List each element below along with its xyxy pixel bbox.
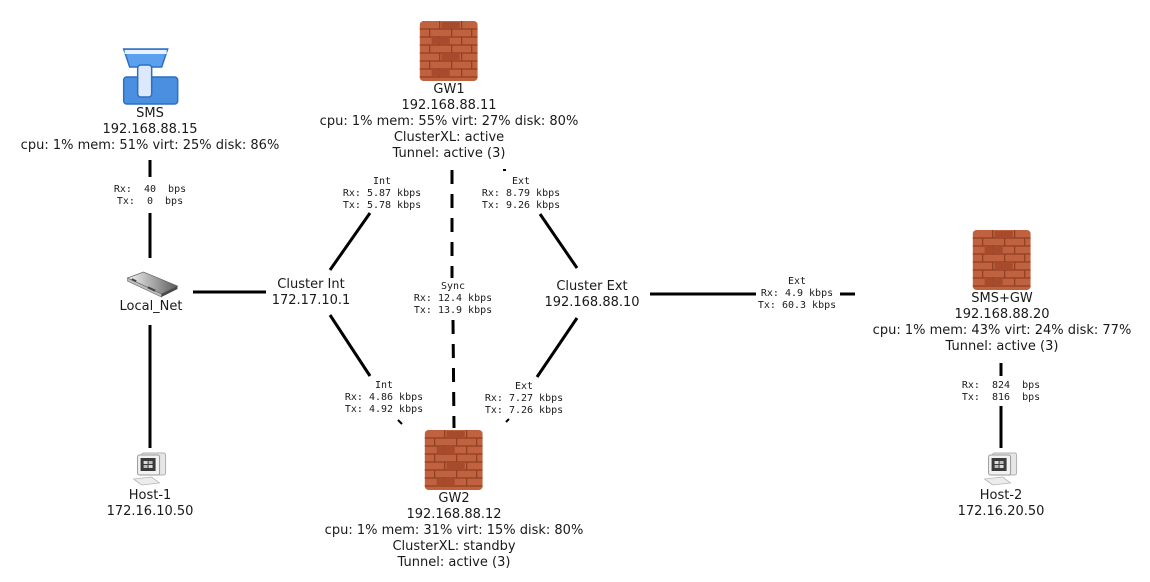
interface-label: Sync xyxy=(440,281,466,292)
rx-rate: Rx: 7.27 kbps xyxy=(484,393,564,404)
tx-rate: Tx: 60.3 kbps xyxy=(757,300,837,311)
node-ip: 172.16.20.50 xyxy=(957,504,1045,519)
node-host-1[interactable]: Host-1 172.16.10.50 xyxy=(106,451,194,520)
node-name: SMS+GW xyxy=(971,291,1033,306)
rx-rate: Rx: 12.4 kbps xyxy=(413,293,493,304)
interface-label: Int xyxy=(374,380,394,391)
node-name: GW2 xyxy=(438,491,470,506)
node-ip: 192.168.88.15 xyxy=(102,122,198,137)
node-stats: cpu: 1% mem: 31% virt: 15% disk: 80% xyxy=(324,523,584,538)
node-ip: 192.168.88.12 xyxy=(406,507,502,522)
node-gw1[interactable]: GW1 192.168.88.11 cpu: 1% mem: 55% virt:… xyxy=(319,21,579,162)
workstation-icon xyxy=(132,452,167,486)
link-stat-smsgw-ext: Ext Rx: 4.9 kbps Tx: 60.3 kbps xyxy=(756,276,838,312)
node-tunnel-status: Tunnel: active (3) xyxy=(397,555,511,570)
link-cluster-ext-gw2-end xyxy=(505,418,510,423)
switch-icon xyxy=(125,271,178,298)
link-cluster-int-gw1[interactable] xyxy=(328,212,372,271)
link-stat-gw1-int: Int Rx: 5.87 kbps Tx: 5.78 kbps xyxy=(341,176,423,212)
node-name: Host-1 xyxy=(128,488,172,503)
link-stat-gw2-int: Int Rx: 4.86 kbps Tx: 4.92 kbps xyxy=(343,380,425,416)
node-tunnel-status: Tunnel: active (3) xyxy=(945,339,1059,354)
rx-rate: Rx: 5.87 kbps xyxy=(342,188,422,199)
workstation-icon xyxy=(983,452,1018,486)
node-stats: cpu: 1% mem: 51% virt: 25% disk: 86% xyxy=(20,138,280,153)
node-gw2[interactable]: GW2 192.168.88.12 cpu: 1% mem: 31% virt:… xyxy=(324,430,584,571)
node-stats: cpu: 1% mem: 55% virt: 27% disk: 80% xyxy=(319,114,579,129)
firewall-icon xyxy=(424,430,483,490)
tx-rate: Tx: 13.9 kbps xyxy=(413,305,493,316)
tx-rate: Tx: 5.78 kbps xyxy=(342,200,422,211)
link-cluster-int-gw2-end xyxy=(397,419,403,425)
management-server-icon xyxy=(122,48,179,105)
firewall-icon xyxy=(419,21,478,81)
node-ip: 192.168.88.10 xyxy=(544,295,640,310)
node-cluster-int[interactable]: Cluster Int 172.17.10.1 xyxy=(272,277,351,309)
node-name: SMS xyxy=(136,106,164,121)
link-stat-gw1-ext: Ext Rx: 8.79 kbps Tx: 9.26 kbps xyxy=(480,176,562,212)
node-name: Cluster Ext xyxy=(556,279,628,294)
node-tunnel-status: Tunnel: active (3) xyxy=(392,146,506,161)
link-stat-gw2-ext: Ext Rx: 7.27 kbps Tx: 7.26 kbps xyxy=(483,381,565,417)
node-sms[interactable]: SMS 192.168.88.15 cpu: 1% mem: 51% virt:… xyxy=(20,47,280,154)
node-name: Local_Net xyxy=(119,299,183,314)
interface-label: Ext xyxy=(787,276,807,287)
interface-label: Ext xyxy=(514,381,534,392)
rx-rate: Rx: 4.86 kbps xyxy=(344,392,424,403)
rx-rate: Rx: 4.9 kbps xyxy=(760,288,834,299)
rx-rate: Rx: 40 bps xyxy=(113,184,187,195)
node-name: Cluster Int xyxy=(277,277,345,292)
link-stat-sync: Sync Rx: 12.4 kbps Tx: 13.9 kbps xyxy=(412,281,494,317)
tx-rate: Tx: 9.26 kbps xyxy=(481,200,561,211)
node-name: Host-2 xyxy=(979,488,1023,503)
node-ip: 172.17.10.1 xyxy=(271,293,351,308)
node-clusterxl-status: ClusterXL: active xyxy=(393,130,505,145)
node-ip: 192.168.88.11 xyxy=(401,98,497,113)
link-stat-sms-localnet: Rx: 40 bps Tx: 0 bps xyxy=(112,184,188,208)
firewall-icon xyxy=(972,230,1031,290)
tx-rate: Tx: 0 bps xyxy=(116,196,184,207)
interface-label: Ext xyxy=(511,176,531,187)
rx-rate: Rx: 8.79 kbps xyxy=(481,188,561,199)
node-name: GW1 xyxy=(433,82,465,97)
node-clusterxl-status: ClusterXL: standby xyxy=(392,539,516,554)
tx-rate: Tx: 4.92 kbps xyxy=(344,404,424,415)
tx-rate: Tx: 816 bps xyxy=(961,392,1041,403)
interface-label: Int xyxy=(372,176,392,187)
node-ip: 172.16.10.50 xyxy=(106,504,194,519)
node-sms-gw[interactable]: SMS+GW 192.168.88.20 cpu: 1% mem: 43% vi… xyxy=(872,230,1132,355)
node-stats: cpu: 1% mem: 43% virt: 24% disk: 77% xyxy=(872,323,1132,338)
node-host-2[interactable]: Host-2 172.16.20.50 xyxy=(957,451,1045,520)
rx-rate: Rx: 824 bps xyxy=(961,380,1041,391)
link-cluster-ext-gw2[interactable] xyxy=(535,317,579,378)
link-cluster-ext-gw1[interactable] xyxy=(538,213,579,269)
link-cluster-int-gw2[interactable] xyxy=(328,314,372,377)
tx-rate: Tx: 7.26 kbps xyxy=(484,405,564,416)
node-ip: 192.168.88.20 xyxy=(954,307,1050,322)
node-cluster-ext[interactable]: Cluster Ext 192.168.88.10 xyxy=(544,279,639,311)
link-sync-lower[interactable] xyxy=(451,319,456,429)
link-stat-smsgw-host2: Rx: 824 bps Tx: 816 bps xyxy=(960,380,1042,404)
node-local-net[interactable]: Local_Net xyxy=(119,270,183,315)
